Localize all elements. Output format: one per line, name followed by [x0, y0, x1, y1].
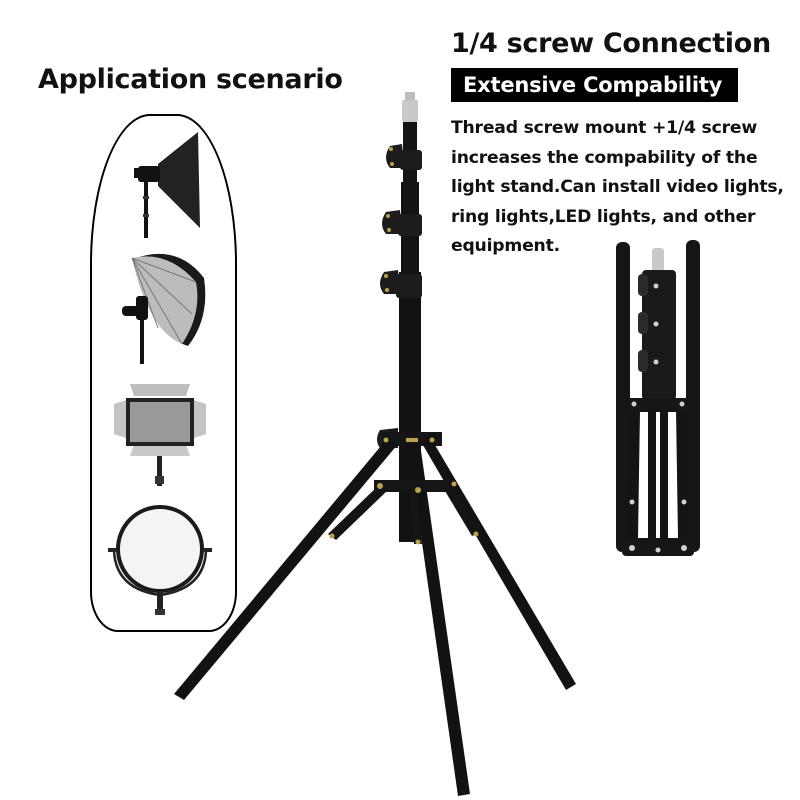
ring-light-icon: [108, 505, 212, 615]
feature-description: Thread screw mount +1/4 screw increases …: [451, 114, 796, 262]
description-line: equipment.: [451, 236, 560, 256]
softbox-icon: [134, 132, 200, 238]
umbrella-icon: [122, 253, 206, 364]
description-line: Thread screw mount +1/4 screw: [451, 118, 757, 138]
description-line: ring lights,LED lights, and other: [451, 206, 756, 227]
led-panel-icon: [114, 384, 206, 486]
extensive-compability-badge: Extensive Compability: [451, 68, 738, 102]
description-line: increases the compability of the: [451, 147, 758, 168]
light-stand-folded: [616, 240, 700, 556]
application-scenario-title: Application scenario: [38, 64, 343, 95]
screw-connection-title: 1/4 screw Connection: [451, 28, 771, 59]
description-line: light stand.Can install video lights,: [451, 177, 784, 197]
light-stand-main: [174, 92, 576, 796]
